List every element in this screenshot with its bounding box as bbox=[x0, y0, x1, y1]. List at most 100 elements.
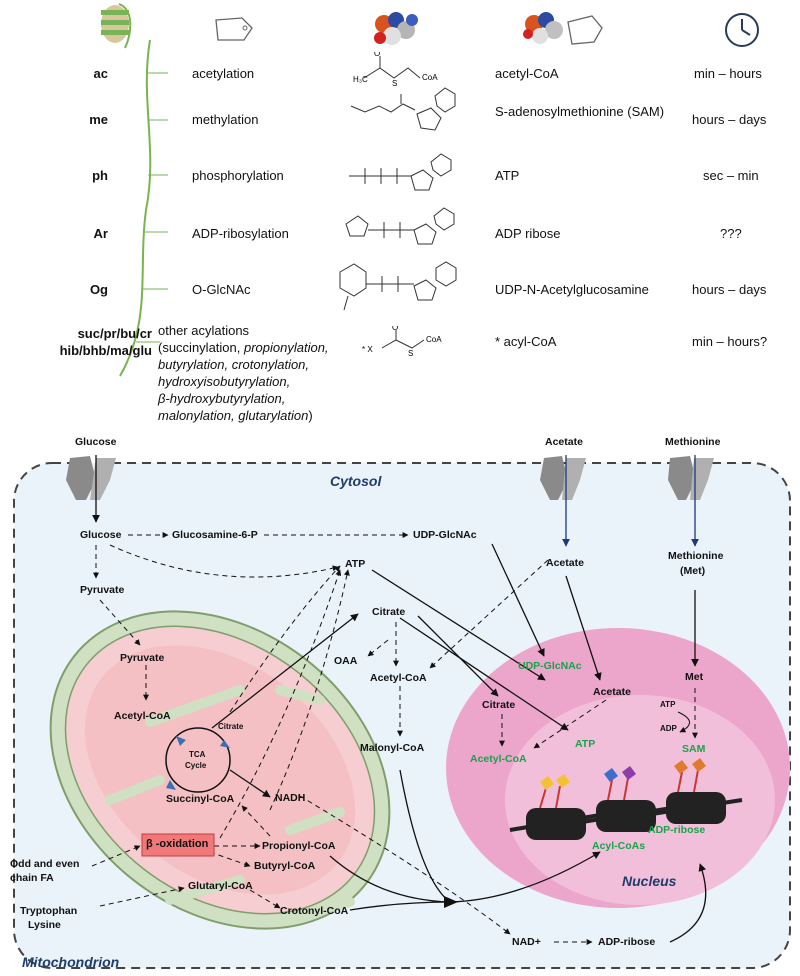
methionine-node: Methionine bbox=[668, 550, 724, 562]
atp-structure bbox=[349, 153, 452, 191]
other-line: hydroxyisobutyrylation, bbox=[158, 373, 329, 390]
citrate-node: Citrate bbox=[372, 606, 406, 618]
row-time: min – hours? bbox=[692, 334, 768, 349]
other-line-suffix: ) bbox=[308, 408, 313, 423]
nuc-adp-small: ADP bbox=[660, 724, 677, 733]
row-time: sec – min bbox=[703, 168, 759, 183]
glutaryl-coa-node: Glutaryl-CoA bbox=[188, 880, 253, 892]
row-modification: methylation bbox=[192, 112, 259, 127]
succinyl-coa-node: Succinyl-CoA bbox=[166, 793, 235, 805]
svg-text:O: O bbox=[374, 52, 380, 58]
cytosol-title: Cytosol bbox=[330, 473, 382, 489]
beta-oxidation-box bbox=[141, 833, 215, 857]
row-modification: ADP-ribosylation bbox=[192, 226, 289, 241]
row-code-line2: hib/bhb/ma/glu bbox=[59, 343, 152, 358]
row-donor: UDP-N-Acetylglucosamine bbox=[495, 282, 649, 297]
acetate-input-label: Acetate bbox=[545, 436, 583, 448]
svg-text:CoA: CoA bbox=[422, 73, 438, 82]
nucleosome-2 bbox=[581, 766, 673, 832]
beta-oxidation-label: β -oxidation bbox=[146, 838, 209, 850]
svg-text:* X: * X bbox=[362, 345, 373, 354]
nuc-udp-glcnac-node: UDP-GlcNAc bbox=[518, 660, 582, 672]
row-modification: acetylation bbox=[192, 66, 255, 81]
methionine-input-label: Methionine bbox=[665, 436, 721, 448]
udp-glcnac-node: UDP-GlcNAc bbox=[413, 529, 477, 541]
nad-node: NAD+ bbox=[512, 936, 541, 948]
glucose-input-label: Glucose bbox=[75, 436, 117, 448]
other-line-italic: β-hydroxybutyrylation, bbox=[158, 391, 286, 406]
nucleosome-icon bbox=[101, 3, 132, 49]
nuc-sam-node: SAM bbox=[682, 743, 706, 755]
mito-pyruvate-node: Pyruvate bbox=[120, 652, 165, 664]
row-donor: * acyl-CoA bbox=[495, 334, 557, 349]
glucose-node: Glucose bbox=[80, 529, 122, 541]
nuc-atp-small: ATP bbox=[660, 700, 676, 709]
nucleosome-3 bbox=[651, 758, 743, 824]
row-donor: ATP bbox=[495, 168, 520, 183]
row-time: hours – days bbox=[692, 112, 767, 127]
other-acylations-text: other acylations (succinylation, propion… bbox=[158, 322, 329, 424]
mitochondrion-title: Mitochondrion bbox=[22, 954, 120, 970]
row-donor: ADP ribose bbox=[495, 226, 561, 241]
mito-citrate-node: Citrate bbox=[218, 722, 244, 731]
other-line: butyrylation, crotonylation, bbox=[158, 356, 329, 373]
other-line: (succinylation, propionylation, bbox=[158, 339, 329, 356]
molecule-model-icon bbox=[374, 12, 418, 45]
tca-label: TCA bbox=[189, 750, 206, 759]
row-time: min – hours bbox=[694, 66, 762, 81]
other-line-italic: hydroxyisobutyrylation, bbox=[158, 374, 291, 389]
nadh-node: NADH bbox=[275, 792, 306, 804]
acyl-coa-structure: O S * X CoA bbox=[362, 326, 442, 358]
mito-acetyl-coa-node: Acetyl-CoA bbox=[114, 710, 171, 722]
other-line: malonylation, glutarylation) bbox=[158, 407, 329, 424]
udp-glcnac-structure bbox=[339, 261, 457, 311]
other-line-italic: propionylation, bbox=[243, 340, 329, 355]
crotonyl-coa-node: Crotonyl-CoA bbox=[280, 905, 349, 917]
fa-input-line2: chain FA bbox=[10, 872, 54, 884]
acetate-node: Acetate bbox=[546, 557, 584, 569]
acetyl-coa-structure: O H₃C S CoA bbox=[353, 52, 438, 88]
glucosamine-node: Glucosamine-6-P bbox=[172, 529, 258, 541]
adp-ribose-node: ADP-ribose bbox=[598, 936, 656, 948]
svg-text:H₃C: H₃C bbox=[353, 75, 368, 84]
svg-text:S: S bbox=[392, 79, 397, 88]
acetyl-coa-node: Acetyl-CoA bbox=[370, 672, 427, 684]
row-time: hours – days bbox=[692, 282, 767, 297]
other-line: other acylations bbox=[158, 323, 250, 338]
nucleosome-1 bbox=[509, 774, 601, 840]
oaa-node: OAA bbox=[334, 655, 358, 667]
nuc-acetate-node: Acetate bbox=[593, 686, 631, 698]
other-line-italic: butyrylation, crotonylation, bbox=[158, 357, 310, 372]
nuc-citrate-node: Citrate bbox=[482, 699, 516, 711]
row-code: ac bbox=[93, 66, 108, 81]
atp-node: ATP bbox=[345, 558, 366, 570]
pyruvate-node: Pyruvate bbox=[80, 584, 125, 596]
sam-structure bbox=[350, 87, 456, 131]
tca-cycle-label: Cycle bbox=[185, 761, 207, 770]
methionine-transporter bbox=[668, 456, 714, 500]
acetate-transporter bbox=[540, 456, 586, 500]
row-time: ??? bbox=[720, 226, 742, 241]
nuc-acetyl-coa-node: Acetyl-CoA bbox=[470, 753, 527, 765]
trp-input-line1: Tryptophan bbox=[20, 905, 78, 917]
row-code: me bbox=[89, 112, 108, 127]
svg-text:CoA: CoA bbox=[426, 335, 442, 344]
other-line: β-hydroxybutyrylation, bbox=[158, 390, 329, 407]
row-modification: O-GlcNAc bbox=[192, 282, 251, 297]
other-line-prefix: (succinylation, bbox=[158, 340, 244, 355]
propionyl-coa-node: Propionyl-CoA bbox=[262, 840, 336, 852]
malonyl-coa-node: Malonyl-CoA bbox=[360, 742, 425, 754]
tag-icon bbox=[215, 17, 253, 41]
nuc-acyl-coas-node: Acyl-CoAs bbox=[592, 840, 646, 852]
row-code-line1: suc/pr/bu/cr bbox=[77, 326, 152, 341]
fa-input-line1: Odd and even bbox=[10, 858, 80, 870]
row-modification: phosphorylation bbox=[192, 168, 284, 183]
dna-strand bbox=[119, 40, 168, 377]
row-donor: acetyl-CoA bbox=[495, 66, 559, 81]
clock-icon bbox=[725, 13, 759, 47]
row-code: ph bbox=[92, 168, 108, 183]
met-node: (Met) bbox=[680, 565, 706, 577]
row-code: Og bbox=[89, 282, 108, 297]
nuc-met-node: Met bbox=[685, 671, 704, 683]
